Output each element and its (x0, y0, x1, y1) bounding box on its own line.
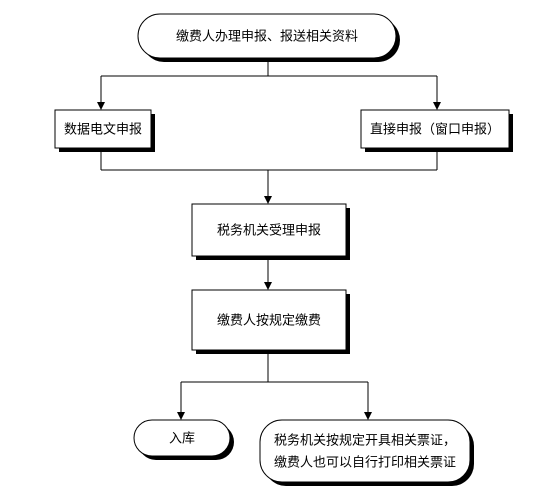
node-start: 缴费人办理申报、报送相关资料 (137, 13, 400, 62)
node-ticket-shape (259, 419, 471, 483)
node-ticket: 税务机关按规定开具相关票证， 缴费人也可以自行打印相关票证 (259, 419, 474, 486)
arrow-to-accept (264, 196, 272, 204)
node-ticket-label-line-2: 缴费人也可以自行打印相关票证 (274, 456, 456, 471)
node-accept-label: 税务机关受理申报 (217, 223, 321, 239)
node-warehouse-label: 入库 (169, 431, 195, 447)
node-direct-label: 直接申报（窗口申报） (370, 122, 500, 138)
node-start-label: 缴费人办理申报、报送相关资料 (176, 30, 358, 45)
node-ticket-label-line-1: 税务机关按规定开具相关票证， (274, 433, 456, 449)
arrow-to-electronic (97, 102, 105, 110)
edges (97, 60, 441, 420)
node-pay: 缴费人按规定缴费 (191, 289, 350, 354)
node-start-shape (137, 13, 397, 59)
node-electronic-shape (54, 109, 152, 149)
node-accept: 税务机关受理申报 (191, 203, 350, 260)
node-pay-shape (191, 289, 347, 351)
node-electronic: 数据电文申报 (54, 109, 155, 152)
node-electronic-label: 数据电文申报 (64, 123, 142, 138)
arrow-to-pay (264, 282, 272, 290)
node-warehouse: 入库 (133, 419, 234, 460)
node-direct: 直接申报（窗口申报） (360, 109, 513, 152)
arrow-to-ticket (364, 412, 372, 420)
arrow-to-warehouse (177, 412, 185, 420)
node-pay-label: 缴费人按规定缴费 (217, 314, 321, 329)
arrow-to-direct (433, 102, 441, 110)
node-accept-shape (191, 203, 347, 257)
node-direct-shape (360, 109, 510, 149)
node-warehouse-shape (133, 419, 231, 457)
